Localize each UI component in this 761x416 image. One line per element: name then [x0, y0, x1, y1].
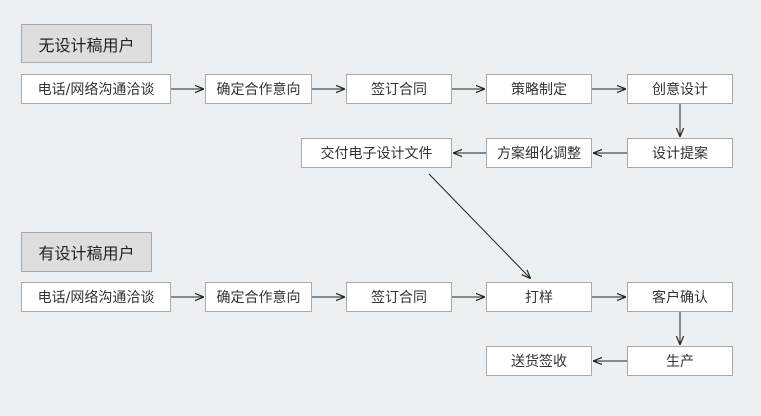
- node-proofing: 打样: [486, 282, 592, 312]
- node-confirm-cooperation-1: 确定合作意向: [205, 74, 312, 104]
- node-design-proposal: 设计提案: [627, 138, 733, 168]
- node-contact-2: 电话/网络沟通洽谈: [21, 282, 171, 312]
- node-customer-confirm: 客户确认: [627, 282, 733, 312]
- section-label-no-design: 无设计稿用户: [21, 24, 152, 63]
- node-deliver-files: 交付电子设计文件: [301, 138, 452, 168]
- node-strategy: 策略制定: [486, 74, 592, 104]
- arrow-deliver-to-proofing: [428, 173, 530, 278]
- node-confirm-cooperation-2: 确定合作意向: [205, 282, 312, 312]
- node-production: 生产: [627, 346, 733, 376]
- node-creative-design: 创意设计: [627, 74, 733, 104]
- node-sign-contract-1: 签订合同: [346, 74, 452, 104]
- node-delivery: 送货签收: [486, 346, 592, 376]
- node-contact-1: 电话/网络沟通洽谈: [21, 74, 171, 104]
- node-refine: 方案细化调整: [486, 138, 592, 168]
- node-sign-contract-2: 签订合同: [346, 282, 452, 312]
- section-label-has-design: 有设计稿用户: [21, 232, 152, 272]
